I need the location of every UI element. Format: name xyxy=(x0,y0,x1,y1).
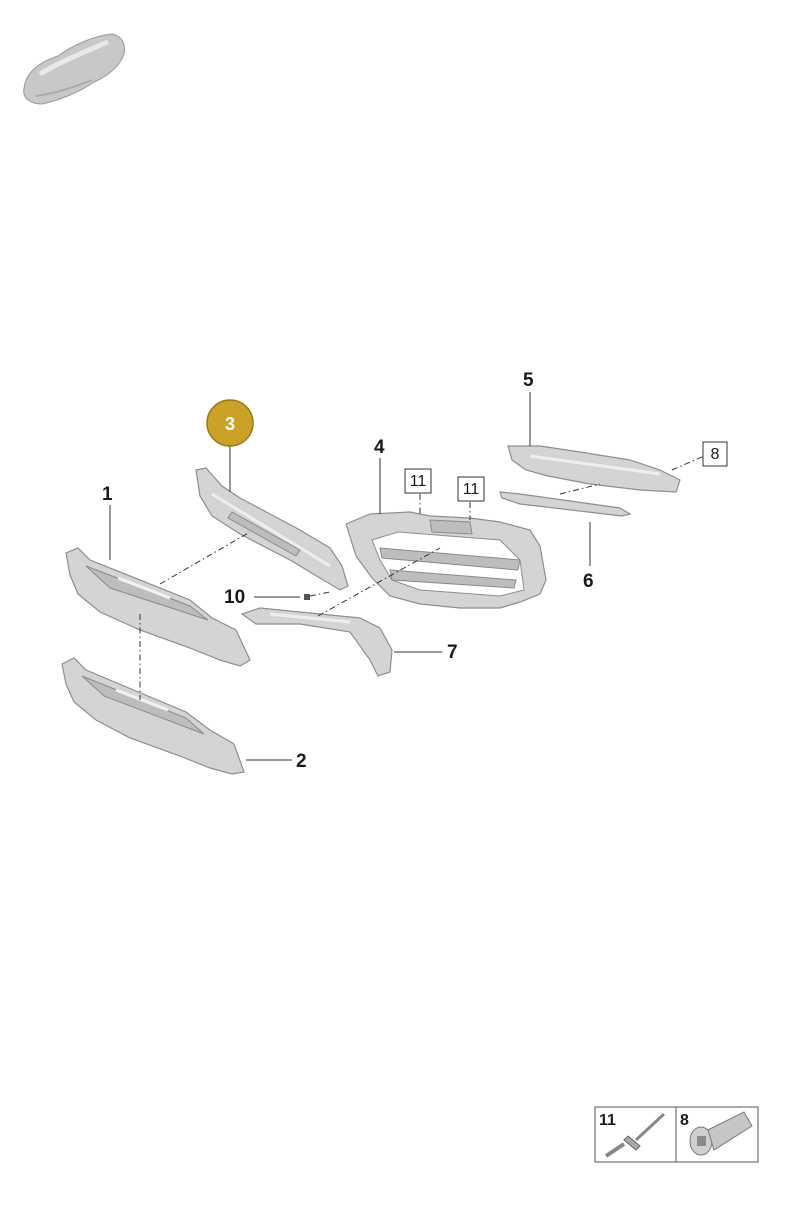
svg-text:6: 6 xyxy=(583,571,594,592)
svg-text:7: 7 xyxy=(447,642,458,663)
callout-1[interactable]: 1 xyxy=(102,484,113,505)
callout-4[interactable]: 4 xyxy=(374,437,385,458)
svg-text:11: 11 xyxy=(410,473,427,490)
rivet-icon xyxy=(604,1112,666,1158)
part-2-bumper-grille[interactable] xyxy=(61,657,245,775)
svg-text:11: 11 xyxy=(463,481,480,498)
part-10-clip[interactable] xyxy=(304,594,310,600)
fastener-legend: 11 8 xyxy=(594,1106,759,1163)
callout-10[interactable]: 10 xyxy=(224,587,245,608)
part-4-frame[interactable] xyxy=(345,511,547,609)
svg-text:11: 11 xyxy=(599,1112,616,1129)
svg-text:1: 1 xyxy=(102,484,113,505)
legend-item-8[interactable]: 8 xyxy=(680,1111,753,1156)
svg-text:4: 4 xyxy=(374,437,385,458)
callout-11-boxed-right[interactable]: 11 xyxy=(457,476,485,502)
part-6-strip[interactable] xyxy=(499,491,632,517)
screw-icon xyxy=(689,1111,753,1156)
callout-8-boxed[interactable]: 8 xyxy=(702,441,728,467)
svg-text:10: 10 xyxy=(224,587,245,608)
svg-text:8: 8 xyxy=(680,1112,689,1129)
svg-text:8: 8 xyxy=(711,446,720,463)
callout-5[interactable]: 5 xyxy=(523,370,534,391)
part-3-bracket[interactable] xyxy=(195,467,349,591)
callout-6[interactable]: 6 xyxy=(583,571,594,592)
callout-11-boxed-left[interactable]: 11 xyxy=(404,468,432,494)
part-1-bumper-grille[interactable] xyxy=(65,547,251,667)
svg-text:2: 2 xyxy=(296,751,307,772)
callout-7[interactable]: 7 xyxy=(447,642,458,663)
svg-text:5: 5 xyxy=(523,370,534,391)
callout-2[interactable]: 2 xyxy=(296,751,307,772)
highlight-badge xyxy=(206,399,254,447)
callout-3-highlighted[interactable]: 3 xyxy=(206,399,254,447)
part-7-trim[interactable] xyxy=(240,607,393,677)
svg-text:3: 3 xyxy=(225,414,235,434)
leader-lines xyxy=(109,392,591,761)
alignment-lines xyxy=(139,455,705,700)
part-5-carrier[interactable] xyxy=(507,445,681,493)
car-thumbnail-icon[interactable] xyxy=(23,33,125,105)
legend-item-11[interactable]: 11 xyxy=(599,1112,666,1158)
